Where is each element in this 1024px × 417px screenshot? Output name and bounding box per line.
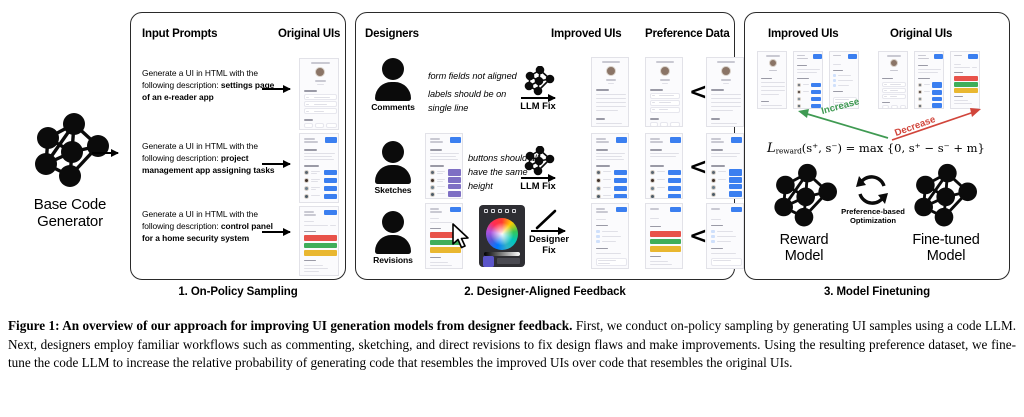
- llm-fix-icon-1: [522, 66, 556, 96]
- preference-ui-improved-3: [645, 203, 683, 269]
- finetune-improved-ui-project: [793, 51, 823, 109]
- equation-loss-args: (s⁺, s⁻): [801, 141, 842, 155]
- improved-ui-settings: [591, 57, 629, 127]
- panel3-caption: 3. Model Finetuning: [823, 286, 931, 298]
- reward-model-label: Reward Model: [779, 232, 829, 265]
- refresh-cycle-icon: [852, 172, 892, 210]
- preference-compare-2: <: [689, 155, 708, 180]
- color-hex-field[interactable]: [497, 258, 520, 264]
- ui-thumbnail-settings: [299, 58, 339, 130]
- finetune-original-ui-settings: [878, 51, 908, 109]
- designer-note-comments-1: form fields not aligned: [428, 71, 517, 81]
- decrease-arrow: [891, 108, 981, 141]
- preference-ui-improved-2: [645, 133, 683, 199]
- ui-thumbnail-project-management: [299, 133, 339, 203]
- llm-fix-icon-2: [522, 146, 556, 176]
- designer-label-comments: Comments: [371, 102, 415, 112]
- prompt-2-bold: project management app assigning tasks: [142, 152, 275, 175]
- arrow-llm-fix-2: [521, 173, 556, 182]
- designer-avatar-comments: Comments: [369, 58, 417, 116]
- designer-label-revisions: Revisions: [373, 255, 413, 265]
- color-brightness-slider[interactable]: [484, 252, 520, 256]
- color-swatch[interactable]: [483, 256, 494, 267]
- arrow-base-to-panel1: [92, 148, 119, 157]
- reward-loss-equation: Lreward(s⁺, s⁻) = max {0, s⁺ − s⁻ + m}: [767, 141, 985, 156]
- prompt-1-bold: settings page of an e-reader app: [142, 79, 275, 102]
- figure-caption-rest: First, we conduct on-policy sampling by …: [8, 318, 1017, 371]
- designer-note-comments-2: labels should be on single line: [428, 89, 507, 113]
- preference-compare-1: <: [689, 80, 708, 105]
- base-code-generator-icon: [28, 112, 112, 190]
- col-header-designers: Designers: [365, 28, 419, 40]
- figure-caption-bold: Figure 1: An overview of our approach fo…: [8, 318, 573, 333]
- finetune-original-ui-project: [914, 51, 944, 109]
- prompt-item-1: Generate a UI in HTML with the following…: [142, 68, 280, 104]
- prompt-item-3: Generate a UI in HTML with the following…: [142, 209, 280, 245]
- base-code-generator-label: Base Code Generator: [33, 196, 107, 231]
- mouse-cursor-icon: [451, 223, 471, 254]
- col-header-preference-data: Preference Data: [645, 28, 730, 40]
- arrow-prompt-2: [262, 159, 291, 168]
- improved-ui-project-management: [591, 133, 629, 199]
- col-header-improved-uis-3: Improved UIs: [768, 28, 839, 40]
- designer-note-sketches-1: buttons should all have the same height: [468, 153, 539, 191]
- arrow-prompt-3: [262, 227, 291, 236]
- finetune-improved-ui-settings: [757, 51, 787, 109]
- prompt-3-lead: Generate a UI in HTML with the following…: [142, 209, 258, 231]
- preference-ui-original-2: [706, 133, 744, 199]
- prompt-item-2: Generate a UI in HTML with the following…: [142, 141, 280, 177]
- arrow-prompt-1: [262, 84, 291, 93]
- prompt-3-bold: control panel for a home security system: [142, 220, 273, 243]
- reward-model-icon: [768, 163, 840, 229]
- designer-avatar-sketches: Sketches: [369, 141, 417, 199]
- color-wheel[interactable]: [486, 218, 518, 250]
- preference-compare-3: <: [689, 224, 708, 249]
- finetune-improved-ui-security: [829, 51, 859, 109]
- finetuned-model-label: Fine-tuned Model: [912, 232, 980, 265]
- preference-ui-original-3: [706, 203, 744, 269]
- sketch-ui-project-management: [425, 133, 463, 199]
- arrow-designer-fix: [531, 226, 566, 235]
- col-header-original-uis-3: Original UIs: [890, 28, 953, 40]
- preference-based-optimization-label: Preference-based Optimization: [841, 207, 905, 226]
- equation-loss-symbol: L: [767, 141, 776, 156]
- color-picker-panel[interactable]: [479, 205, 525, 267]
- designer-avatar-revisions: Revisions: [369, 211, 417, 269]
- finetune-original-ui-security: [950, 51, 980, 109]
- prompt-2-lead: Generate a UI in HTML with the following…: [142, 141, 258, 163]
- col-header-improved-uis: Improved UIs: [551, 28, 622, 40]
- preference-ui-improved-1: [645, 57, 683, 127]
- improved-ui-home-security: [591, 203, 629, 269]
- llm-fix-label-1: LLM Fix: [520, 100, 556, 111]
- finetuned-model-icon: [908, 163, 980, 229]
- increase-arrow: [798, 109, 889, 139]
- panel2-caption: 2. Designer-Aligned Feedback: [464, 286, 626, 298]
- col-header-original-uis: Original UIs: [278, 28, 341, 40]
- pencil-icon: [534, 208, 560, 232]
- equation-rhs: = max {0, s⁺ − s⁻ + m}: [845, 141, 985, 155]
- preference-ui-original-1: [706, 57, 744, 127]
- ui-thumbnail-home-security: [299, 206, 339, 276]
- panel1-caption: 1. On-Policy Sampling: [178, 286, 298, 298]
- col-header-input-prompts: Input Prompts: [142, 28, 218, 40]
- color-picker-toolbar: [482, 207, 522, 214]
- arrow-llm-fix-1: [521, 93, 556, 102]
- figure-caption: Figure 1: An overview of our approach fo…: [8, 317, 1016, 373]
- designer-fix-label: Designer Fix: [528, 233, 570, 255]
- prompt-1-lead: Generate a UI in HTML with the following…: [142, 68, 258, 90]
- llm-fix-label-2: LLM Fix: [520, 180, 556, 191]
- designer-label-sketches: Sketches: [374, 185, 412, 195]
- equation-loss-subscript: reward: [775, 146, 802, 156]
